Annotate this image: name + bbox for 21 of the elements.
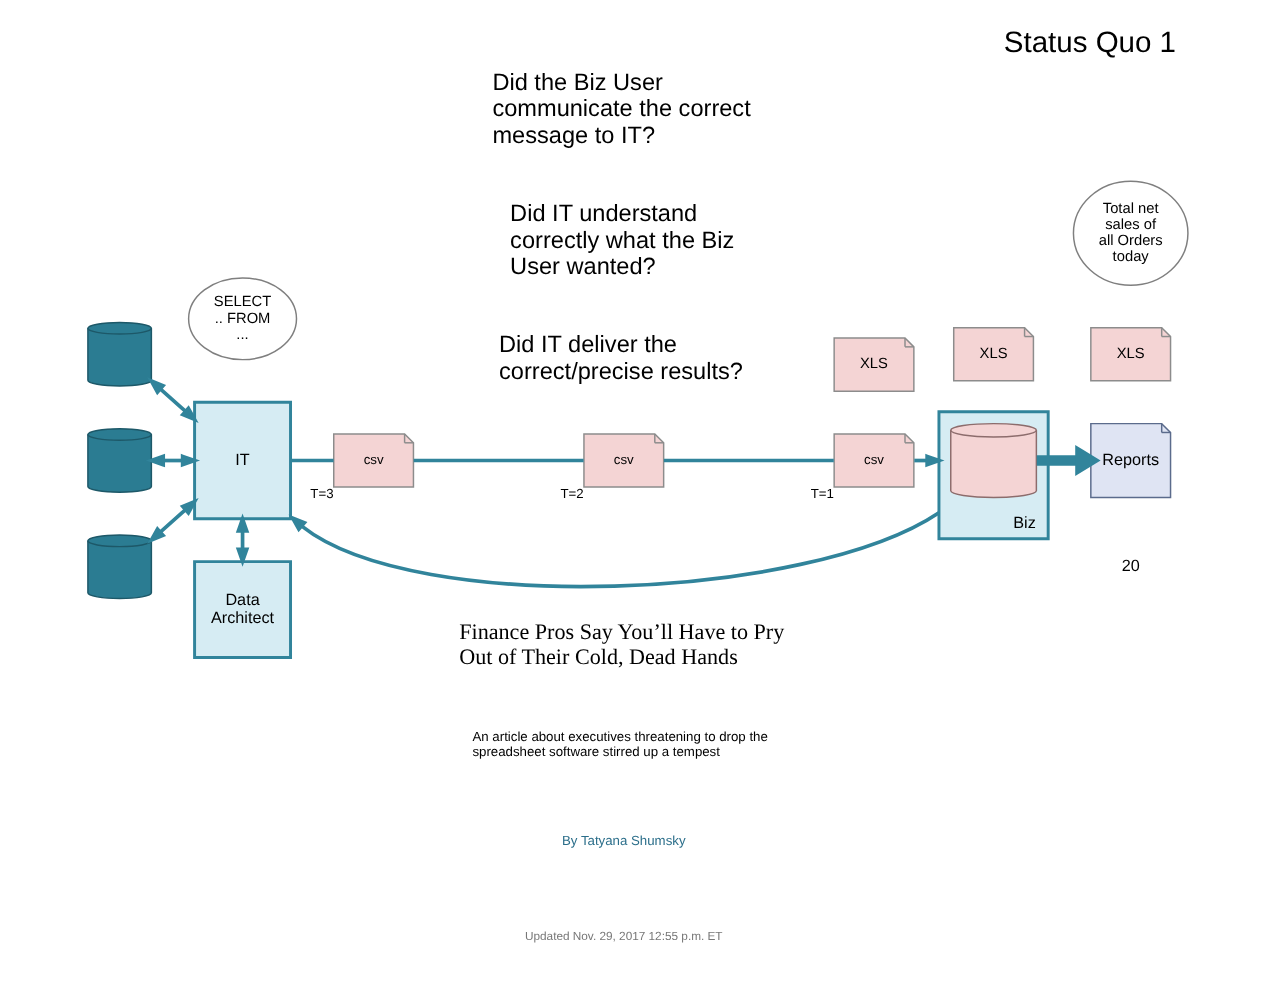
diagram-title: Status Quo 1	[1003, 27, 1177, 60]
label: Finance Pros Say You’ll Have to Pry Out of Their Cold, Dead Hands	[459, 621, 785, 671]
label: Did the Biz User communicate the correct message to IT?	[492, 67, 751, 149]
connector	[291, 458, 334, 463]
arrow	[914, 453, 945, 468]
node-circle: Total net sales of all Orders today	[1072, 180, 1189, 286]
cluster: Biz	[937, 410, 1050, 541]
connector	[663, 458, 834, 463]
arrow	[1036, 444, 1101, 477]
node-box: IT	[193, 400, 292, 521]
arrow	[235, 513, 250, 567]
label: 20	[1121, 556, 1140, 575]
node-ellipse: SELECT .. FROM ...	[187, 277, 298, 361]
arrow	[288, 511, 940, 588]
arrow	[147, 377, 199, 423]
arrow	[147, 498, 199, 544]
arrow	[145, 453, 201, 468]
label: Did IT deliver the correct/precise results?	[499, 330, 743, 386]
connector	[413, 458, 584, 463]
label: Did IT understand correctly what the Biz User wanted?	[510, 199, 735, 281]
node-box: Data Architect	[193, 560, 292, 660]
